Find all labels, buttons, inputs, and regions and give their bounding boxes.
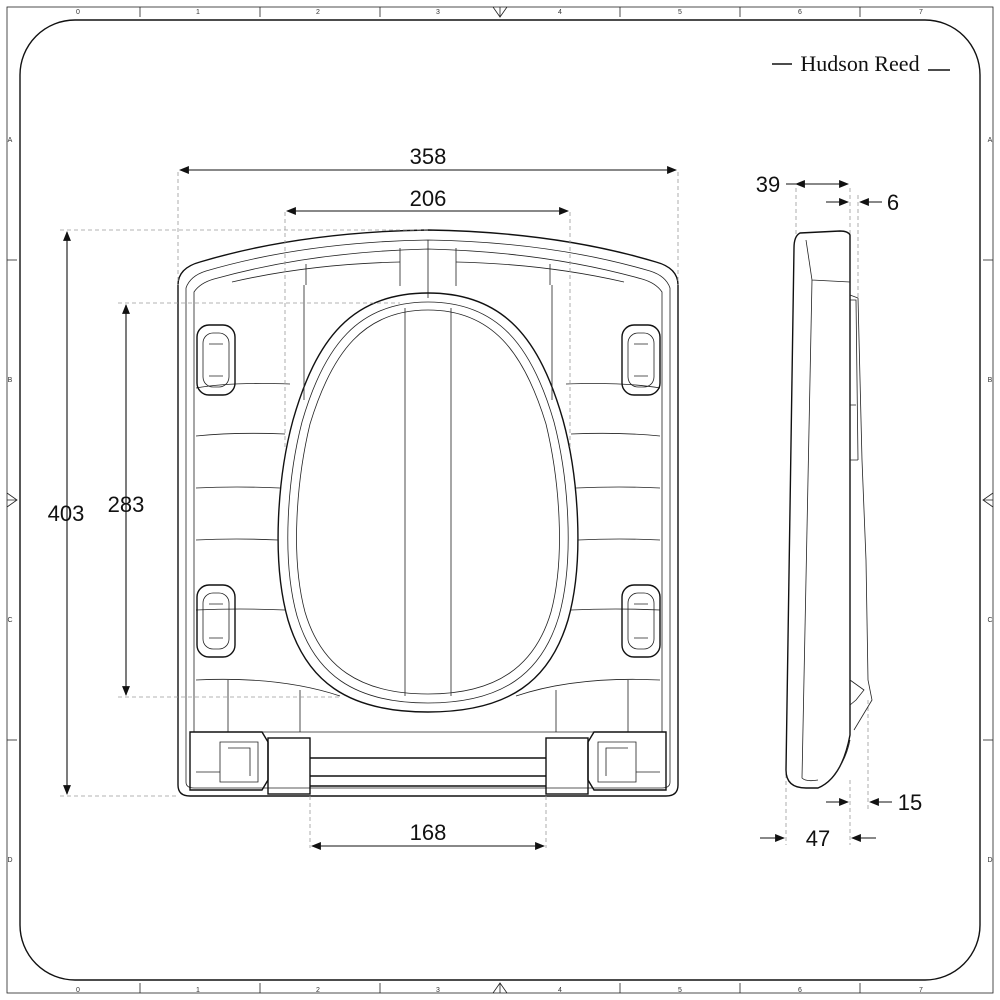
grid-left-c: C [7,617,12,624]
dim-inner-width: 206 [410,186,447,211]
seat-side-view [785,230,873,789]
grid-top-6: 6 [798,9,802,16]
fixing-slot-bottom-left [196,584,236,658]
dim-inner-length: 283 [108,492,145,517]
fixing-slot-bottom-right [621,584,661,658]
grid-bottom-5: 5 [678,987,682,994]
dim-side-bottom-small: 15 [898,790,922,815]
grid-top-1: 1 [196,9,200,16]
fixing-slot-top-left [196,324,236,396]
grid-top-0: 0 [76,9,80,16]
hinge-area [189,731,667,795]
dim-hinge-spacing: 168 [410,820,447,845]
grid-top-7: 7 [919,9,923,16]
grid-top-2: 2 [316,9,320,16]
grid-right-a: A [988,137,993,144]
grid-top-4: 4 [558,9,562,16]
grid-bottom-1: 1 [196,987,200,994]
grid-right-d: D [987,857,992,864]
dim-side-top: 39 [756,172,780,197]
brand-logo: Hudson Reed [772,51,950,76]
grid-left-b: B [8,377,13,384]
fixing-slot-top-right [621,324,661,396]
grid-left-d: D [7,857,12,864]
grid-bottom-2: 2 [316,987,320,994]
brand-name: Hudson Reed [800,51,919,76]
grid-top-5: 5 [678,9,682,16]
dim-side-top-small: 6 [887,190,899,215]
grid-right-c: C [987,617,992,624]
grid-right-b: B [988,377,993,384]
grid-bottom-4: 4 [558,987,562,994]
drawing-frame: 0 1 2 3 4 5 6 7 0 1 2 3 4 5 6 7 A B C D … [6,6,994,994]
dim-overall-length: 403 [48,501,85,526]
seat-front-view [177,229,679,797]
grid-bottom-0: 0 [76,987,80,994]
dimension-lines [63,166,892,850]
grid-bottom-3: 3 [436,987,440,994]
grid-bottom-6: 6 [798,987,802,994]
grid-left-a: A [8,137,13,144]
dim-side-bottom: 47 [806,826,830,851]
dim-overall-width: 358 [410,144,447,169]
grid-top-3: 3 [436,9,440,16]
grid-bottom-7: 7 [919,987,923,994]
